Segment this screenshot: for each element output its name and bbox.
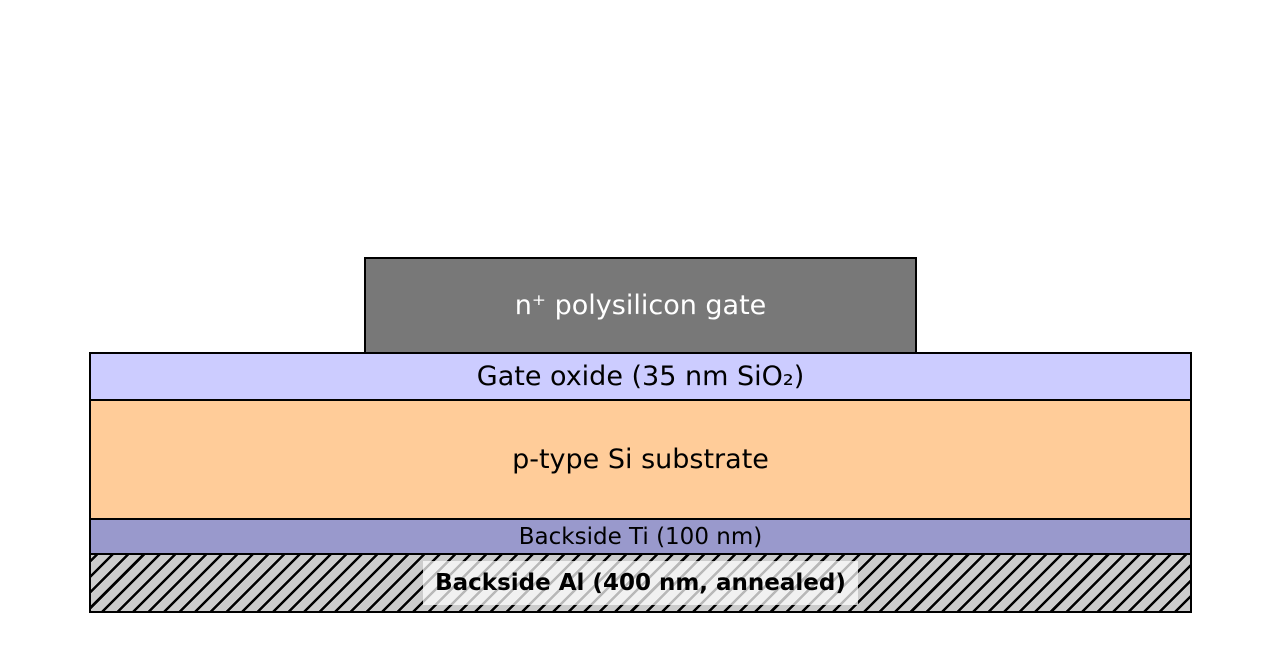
backside-al-label: Backside Al (400 nm, annealed) [423,561,858,605]
polysilicon-gate-layer: n⁺ polysilicon gate [364,257,917,354]
gate-oxide-label: Gate oxide (35 nm SiO₂) [476,361,805,392]
backside-al-layer: Backside Al (400 nm, annealed) [89,553,1192,613]
substrate-label: p-type Si substrate [512,444,769,475]
substrate-layer: p-type Si substrate [89,399,1192,520]
backside-ti-layer: Backside Ti (100 nm) [89,518,1192,555]
gate-oxide-layer: Gate oxide (35 nm SiO₂) [89,352,1192,401]
polysilicon-gate-label: n⁺ polysilicon gate [514,290,767,321]
backside-ti-label: Backside Ti (100 nm) [518,523,763,550]
